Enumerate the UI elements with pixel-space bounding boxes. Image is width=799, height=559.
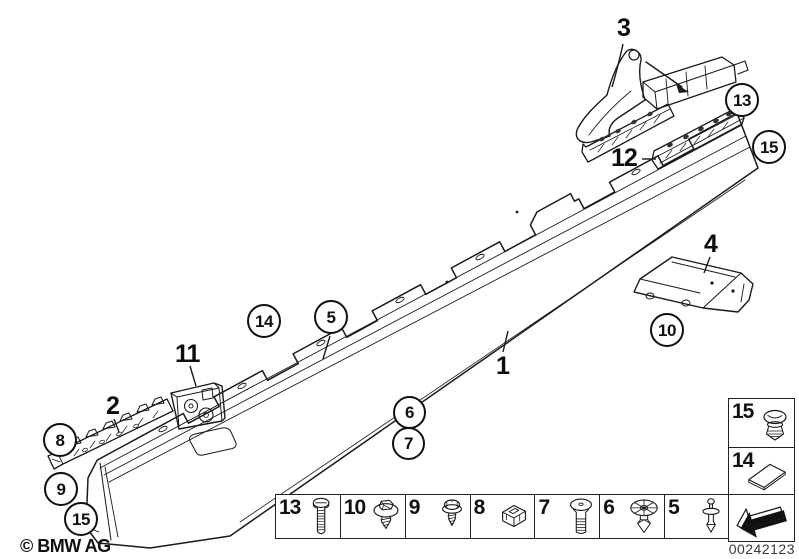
callout-8[interactable]: 8 [43, 423, 77, 457]
callout-13[interactable]: 13 [725, 83, 759, 117]
umbrella-rivet-icon [625, 496, 663, 538]
side-cell-15[interactable]: 15 [729, 399, 794, 447]
direction-arrow-icon [730, 497, 790, 539]
fastener-cell-9[interactable]: 9 [404, 495, 470, 538]
part-label-3[interactable]: 3 [617, 14, 631, 42]
copyright-text: © BMW AG [20, 536, 111, 556]
fastener-number: 5 [668, 496, 680, 519]
part-3-bracket [575, 48, 749, 163]
fastener-number: 6 [603, 496, 615, 519]
part-label-11[interactable]: 11 [175, 340, 200, 368]
part-1-sill-trim [85, 112, 759, 549]
side-number: 14 [732, 449, 754, 472]
mushroom-screw-icon [564, 496, 598, 538]
part-4-support-bracket [633, 256, 754, 313]
callout-9[interactable]: 9 [44, 472, 78, 506]
push-clip-icon [758, 408, 792, 446]
clip-slots [158, 168, 641, 433]
clip-nut-icon [495, 496, 533, 536]
side-legend-column: 15 14 [728, 398, 795, 542]
callout-7[interactable]: 7 [392, 427, 425, 460]
fastener-cell-5[interactable]: 5 [664, 495, 729, 538]
part-label-12[interactable]: 12 [611, 144, 638, 172]
fastener-cell-7[interactable]: 7 [534, 495, 599, 538]
callout-10[interactable]: 10 [650, 313, 684, 347]
fastener-cell-10[interactable]: 10 [339, 495, 405, 538]
callout-5[interactable]: 5 [314, 300, 348, 334]
fastener-cell-13[interactable]: 13 [276, 495, 340, 538]
fastener-legend-strip: 13 10 [275, 494, 730, 539]
fastener-number: 7 [538, 496, 550, 519]
leader-lines [113, 43, 711, 433]
fastener-number: 13 [279, 496, 301, 519]
callout-6[interactable]: 6 [393, 396, 426, 429]
fastener-cell-6[interactable]: 6 [599, 495, 664, 538]
part-label-1[interactable]: 1 [496, 352, 510, 380]
part-label-4[interactable]: 4 [704, 230, 718, 258]
part-label-2[interactable]: 2 [106, 392, 120, 420]
fastener-number: 9 [408, 496, 421, 519]
callout-15-left[interactable]: 15 [64, 502, 98, 536]
part-11-mount-block [170, 382, 226, 430]
combi-screw-icon [368, 496, 404, 538]
side-number: 15 [732, 400, 754, 423]
image-number: 00242123 [728, 541, 795, 557]
callout-15-top[interactable]: 15 [752, 130, 786, 164]
hex-bolt-icon [305, 496, 339, 538]
fastener-cell-8[interactable]: 8 [469, 495, 535, 538]
fastener-number: 10 [343, 496, 366, 519]
expansion-rivet-icon [694, 496, 728, 538]
adhesive-pad-icon [744, 456, 790, 492]
side-cell-14[interactable]: 14 [729, 447, 794, 494]
callout-14[interactable]: 14 [247, 304, 281, 338]
side-cell-arrow[interactable] [729, 494, 794, 541]
washer-screw-icon [435, 496, 469, 538]
fastener-number: 8 [473, 496, 486, 519]
